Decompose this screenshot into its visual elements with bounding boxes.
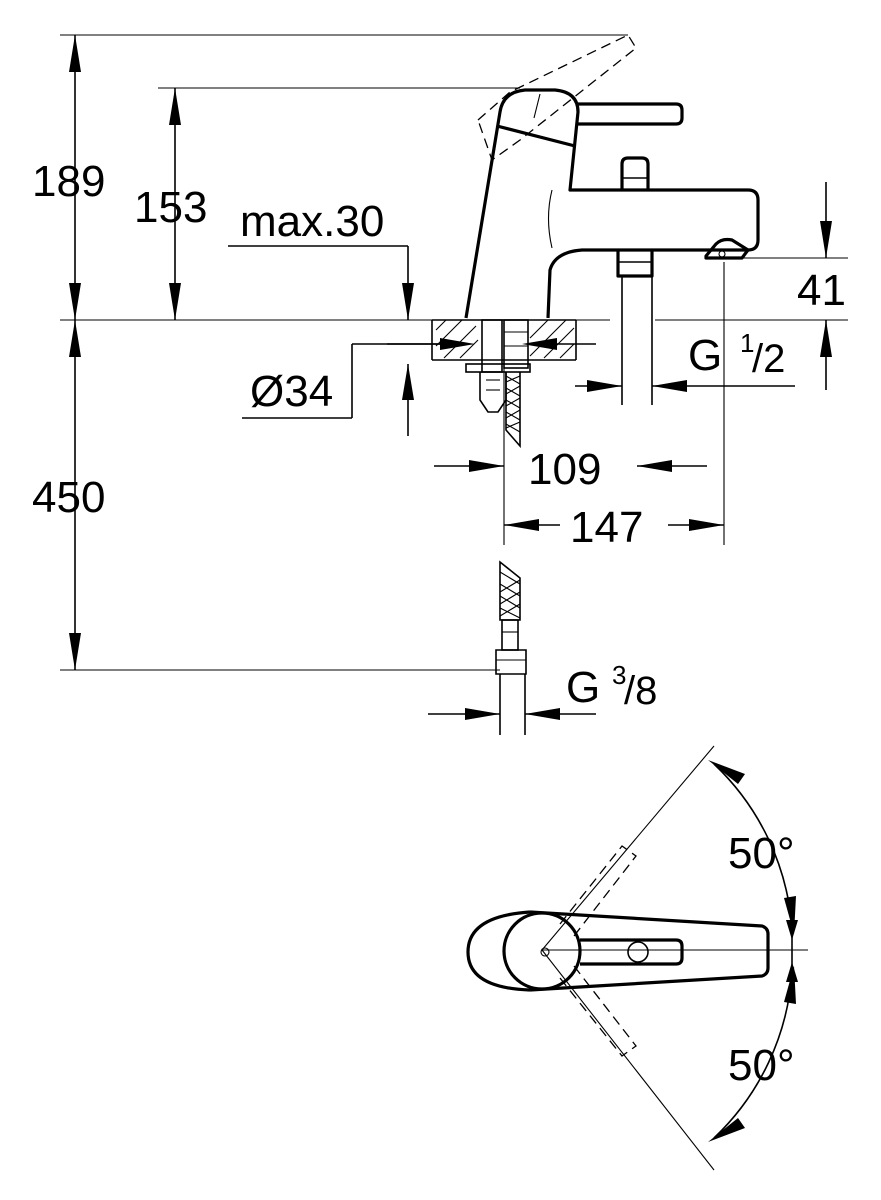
- label-outlet-thread-den: /2: [752, 337, 785, 381]
- label-outlet-thread-num: 1: [740, 328, 754, 358]
- label-outlet-thread-g: G: [688, 331, 722, 380]
- mounting-assembly: [465, 319, 531, 735]
- dimension-outlet-thread: G 1 /2: [575, 328, 795, 392]
- dimension-inlet-thread: G 3 /8: [428, 660, 657, 720]
- label-diameter-34: Ø34: [250, 367, 333, 416]
- label-inlet-thread-num: 3: [612, 660, 626, 690]
- faucet-side-view: [464, 34, 760, 405]
- dimension-max30: max.30: [228, 197, 414, 436]
- dimension-41: 41: [797, 182, 846, 390]
- label-189: 189: [32, 157, 105, 206]
- dimension-450: 450: [32, 320, 105, 670]
- label-angle-upper: 50°: [728, 829, 795, 878]
- dimension-189: 189: [32, 35, 105, 320]
- dimension-109: 109: [434, 368, 707, 545]
- dimension-147: 147: [504, 262, 725, 552]
- label-153: 153: [134, 183, 207, 232]
- dimension-153: 153: [134, 88, 207, 320]
- label-angle-lower: 50°: [728, 1041, 795, 1090]
- label-max30: max.30: [240, 197, 384, 246]
- dimension-diameter-34: Ø34: [242, 338, 596, 419]
- faucet-top-view: 50° 50°: [466, 745, 808, 1171]
- label-41: 41: [797, 266, 846, 315]
- reference-lines: [60, 34, 848, 671]
- label-inlet-thread-g: G: [566, 663, 600, 712]
- label-147: 147: [570, 503, 643, 552]
- label-450: 450: [32, 473, 105, 522]
- label-inlet-thread-den: /8: [624, 669, 657, 713]
- label-109: 109: [528, 445, 601, 494]
